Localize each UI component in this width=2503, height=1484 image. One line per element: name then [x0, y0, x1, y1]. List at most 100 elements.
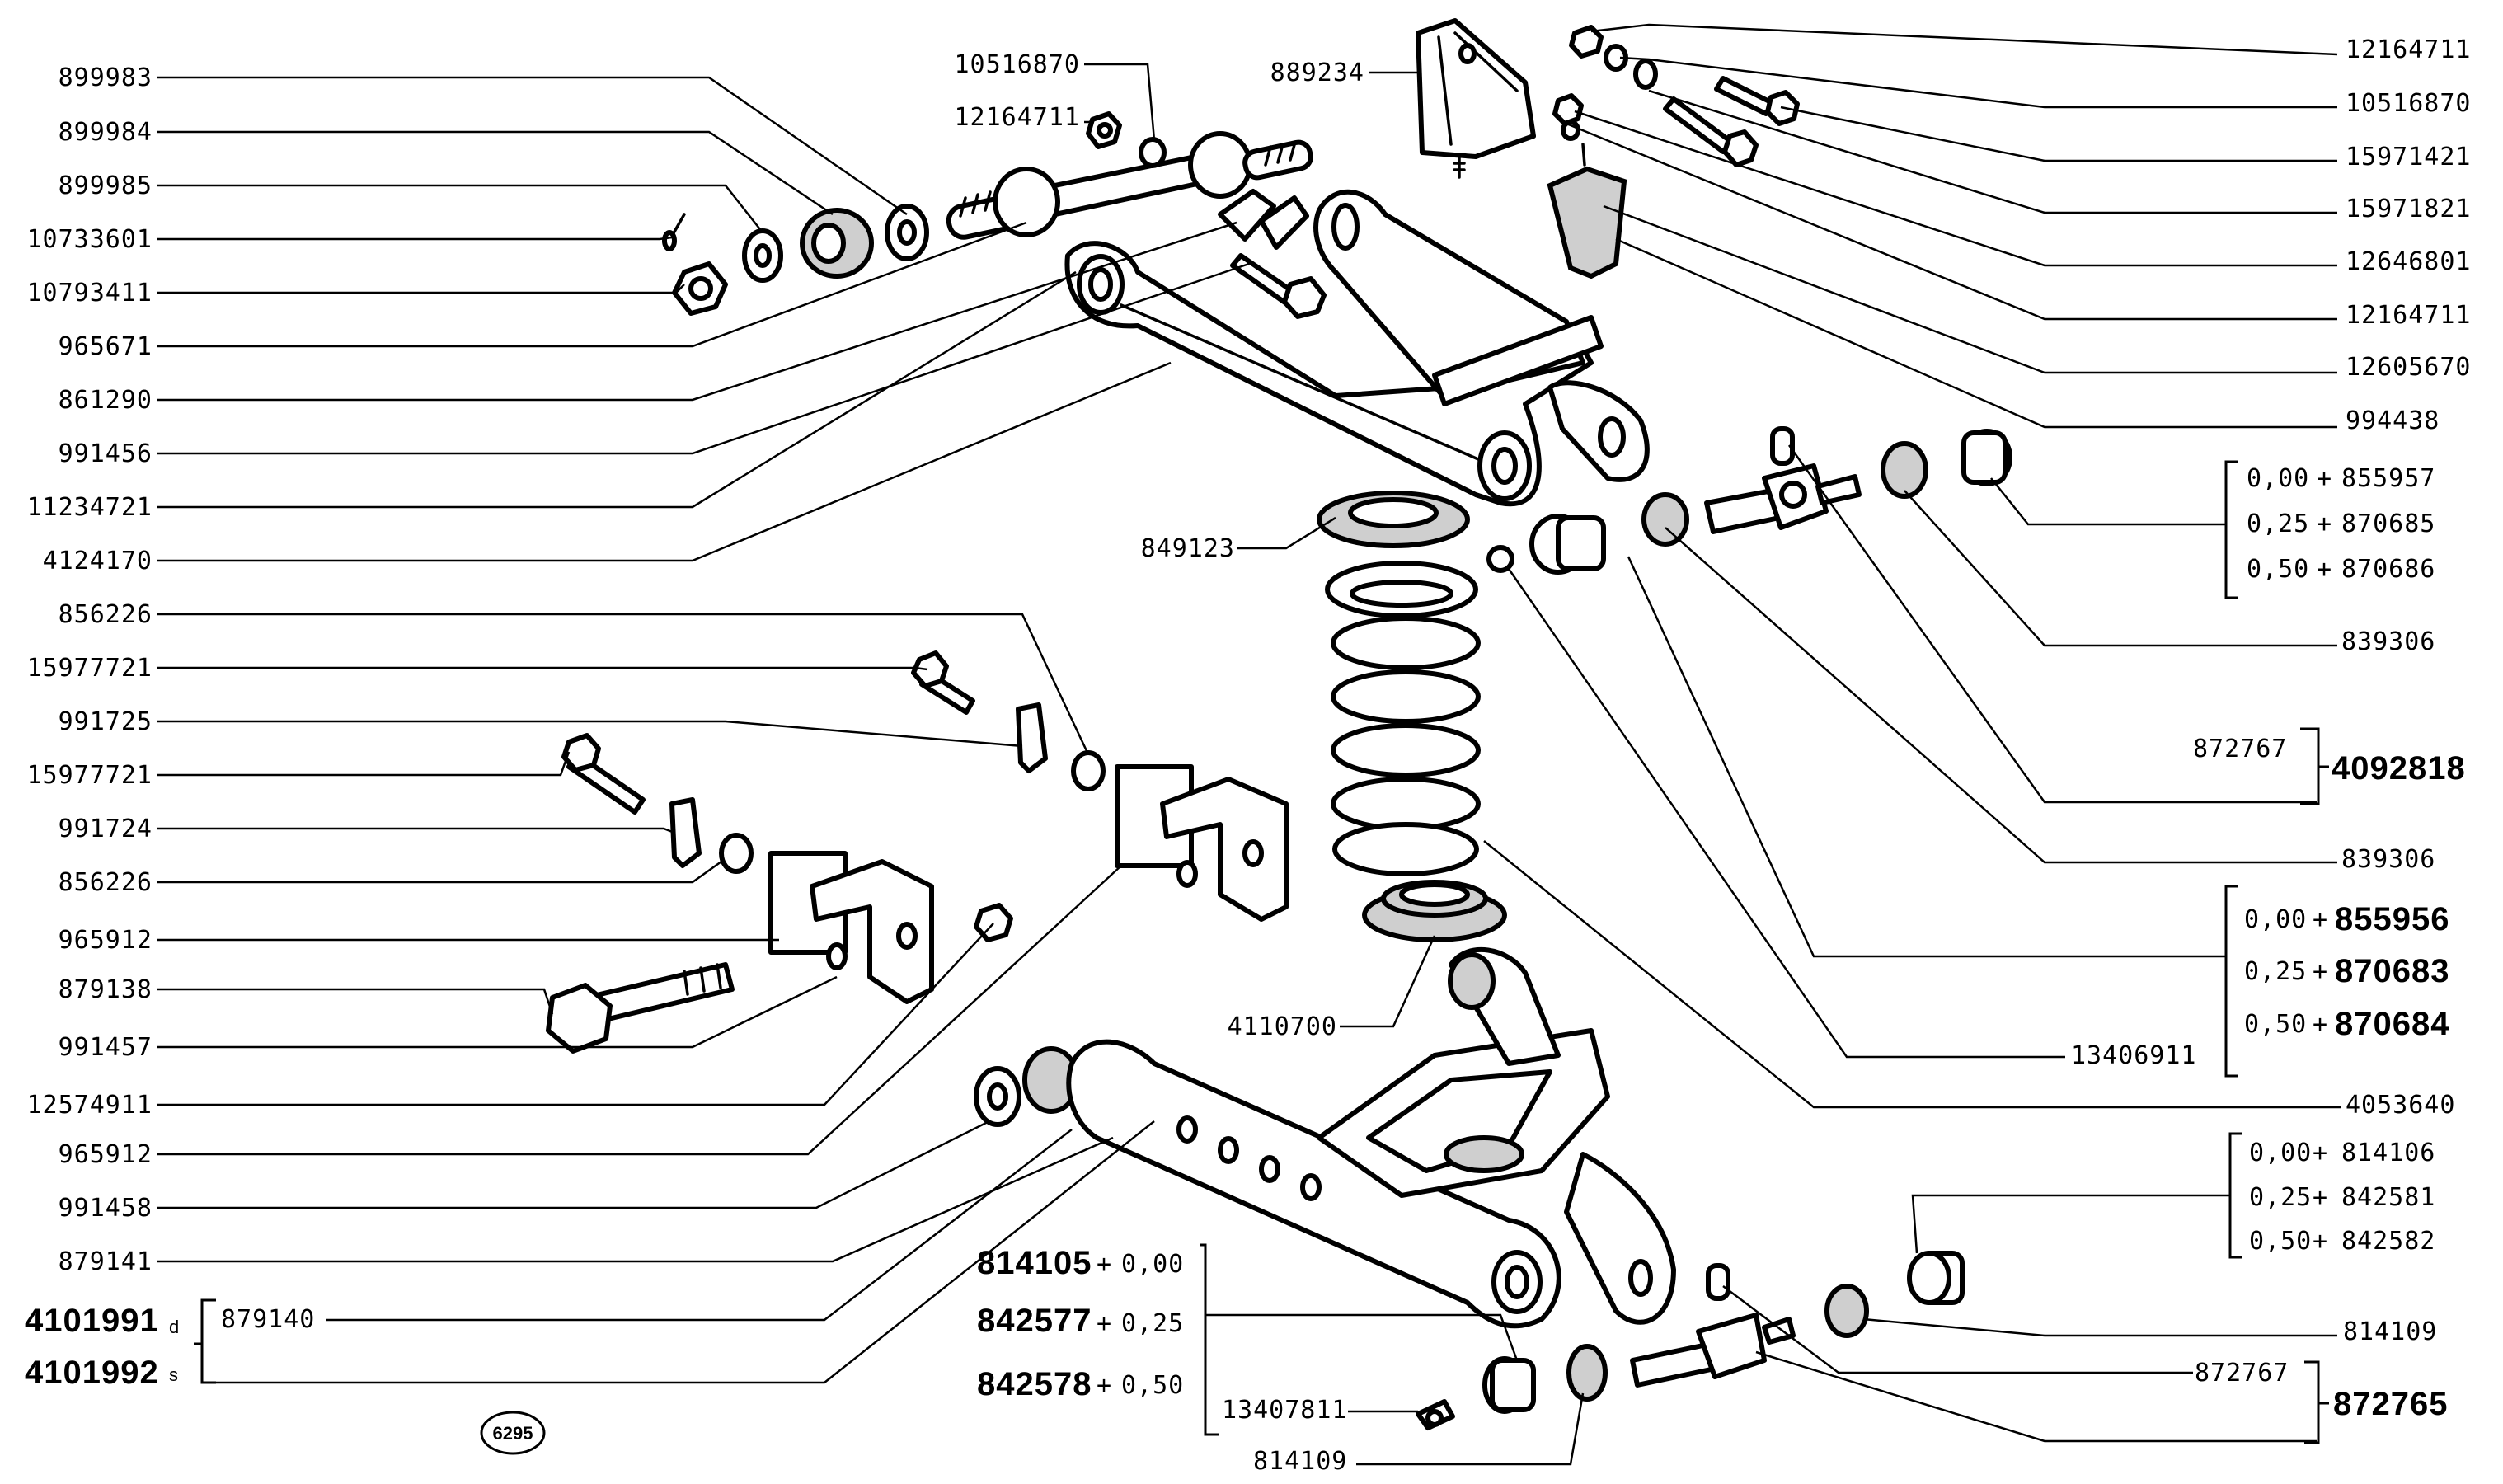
plus-sign: + — [2313, 957, 2328, 986]
part-label: 13406911 — [2071, 1041, 2197, 1070]
upper-shim-group: 0,00 + 855957 0,25 + 870685 0,50 + 87068… — [2247, 464, 2435, 584]
plus-sign: + — [1097, 1371, 1112, 1400]
top-center-labels: 10516870 12164711 889234 — [955, 50, 1364, 132]
part-label: 879141 — [59, 1247, 153, 1276]
shim-part: 870686 — [2341, 555, 2435, 584]
part-label: 965671 — [59, 332, 153, 361]
plate-number-badge: 6295 — [480, 1411, 546, 1455]
part-label: 12605670 — [2346, 353, 2472, 382]
part-label: 856226 — [59, 600, 153, 629]
plus-sign: + — [2317, 510, 2332, 538]
bump-stop — [1547, 143, 1627, 279]
shim-size: 0,00 — [2247, 464, 2309, 493]
middle-labels: 13406911 4053640 849123 4110700 — [1141, 534, 2455, 1120]
shim-part: 842581 — [2341, 1183, 2435, 1212]
part-label: 861290 — [59, 386, 153, 415]
plus-sign: + — [1097, 1250, 1112, 1279]
part-drawings — [546, 18, 2012, 1430]
part-label: 814109 — [1253, 1447, 1347, 1476]
shim-part: 870685 — [2341, 510, 2435, 538]
plus-sign: + — [2317, 555, 2332, 584]
bushing-part: 814105 — [977, 1245, 1092, 1281]
shim-size: 0,25 — [2247, 510, 2309, 538]
bushing-size: 0,00 — [1121, 1250, 1184, 1279]
part-label: 991456 — [59, 439, 153, 468]
shim-size: 0,50 — [2244, 1010, 2307, 1039]
bushing-size: 0,25 — [1121, 1309, 1184, 1338]
upper-pivot-parts — [1486, 426, 2012, 575]
plate-number: 6295 — [493, 1423, 533, 1444]
part-label: 856226 — [59, 868, 153, 897]
tie-rod — [946, 131, 1313, 240]
bushing-part: 842578 — [977, 1366, 1092, 1402]
shim-size: 0,50 — [2247, 555, 2309, 584]
tie-rod-nut-washer — [1086, 111, 1167, 168]
part-label: 4110700 — [1228, 1012, 1337, 1041]
part-label: 12164711 — [2346, 301, 2472, 330]
bushing-size: 0,50 — [1121, 1371, 1184, 1400]
upper-spring-seat — [1317, 491, 1470, 548]
assembly-side-left: s — [169, 1364, 178, 1385]
part-label: 879138 — [59, 975, 153, 1004]
upper-right-labels: 839306 872767 4092818 839306 — [2193, 627, 2465, 874]
part-label: 994438 — [2346, 406, 2440, 435]
assembly-part-left: 4101992 — [25, 1355, 159, 1391]
part-label: 991724 — [59, 815, 153, 843]
assembly-label: 872765 — [2333, 1386, 2448, 1422]
shim-part: 814106 — [2341, 1139, 2435, 1167]
shim-size: 0,00 — [2244, 905, 2307, 934]
plus-sign: + — [2313, 1227, 2328, 1256]
assembly-part-right: 4101991 — [25, 1303, 159, 1339]
part-label: 12646801 — [2346, 247, 2472, 276]
middle-shim-group: 0,00 + 855956 0,25 + 870683 0,50 + 87068… — [2244, 901, 2449, 1042]
plus-sign: + — [2313, 1010, 2328, 1039]
part-label: 872767 — [2193, 735, 2287, 763]
part-label: 899983 — [59, 63, 153, 92]
part-label: 15971421 — [2346, 143, 2472, 171]
plus-sign: + — [1097, 1309, 1112, 1338]
upper-control-arm — [1064, 189, 1650, 507]
shim-size: 0,25 — [2249, 1183, 2312, 1212]
plus-sign: + — [2313, 1139, 2328, 1167]
right-label-column: 12164711 10516870 15971421 15971821 1264… — [2346, 35, 2472, 435]
part-label: 814109 — [2343, 1317, 2437, 1346]
part-label: 965912 — [59, 1140, 153, 1169]
part-label: 12164711 — [955, 103, 1081, 132]
lower-mount-brackets — [546, 764, 1289, 1054]
part-label: 991458 — [59, 1194, 153, 1223]
part-label: 879140 — [221, 1305, 315, 1334]
part-label: 15977721 — [27, 761, 153, 790]
locking-plates — [1218, 189, 1309, 250]
part-label: 991457 — [59, 1033, 153, 1062]
part-label: 13407811 — [1222, 1396, 1348, 1425]
part-label: 10516870 — [2346, 89, 2472, 118]
bottom-center-group: 814105 + 0,00 842577 + 0,25 842578 + 0,5… — [977, 1245, 1348, 1476]
bushing-part: 842577 — [977, 1303, 1092, 1339]
lower-shim-group: 0,00 + 814106 0,25 + 842581 0,50 + 84258… — [2249, 1139, 2435, 1256]
bump-stop-bracket — [1416, 18, 1536, 179]
part-label: 965912 — [59, 926, 153, 955]
lower-mount-hardware — [561, 650, 1106, 874]
part-label: 849123 — [1141, 534, 1235, 563]
shim-part: 870683 — [2335, 953, 2449, 989]
part-label: 899985 — [59, 171, 153, 200]
part-label: 10516870 — [955, 50, 1081, 79]
left-label-column: 899983 899984 899985 10733601 10793411 9… — [27, 63, 153, 1276]
plus-sign: + — [2313, 905, 2328, 934]
shim-part: 855956 — [2335, 901, 2449, 937]
part-label: 4124170 — [43, 547, 153, 575]
part-label: 4053640 — [2346, 1091, 2455, 1120]
upper-arm-bushing-stack — [662, 204, 929, 316]
part-label: 10733601 — [27, 225, 153, 254]
assembly-side-right: d — [169, 1317, 179, 1337]
coil-spring — [1325, 561, 1481, 876]
lower-pivot-parts — [1416, 1251, 1965, 1430]
part-label: 15971821 — [2346, 195, 2472, 223]
part-label: 839306 — [2341, 627, 2435, 656]
leader-lines — [157, 23, 2341, 1466]
shim-size: 0,50 — [2249, 1227, 2312, 1256]
upper-arm-bolt — [1230, 253, 1327, 319]
plus-sign: + — [2313, 1183, 2328, 1212]
shim-part: 855957 — [2341, 464, 2435, 493]
